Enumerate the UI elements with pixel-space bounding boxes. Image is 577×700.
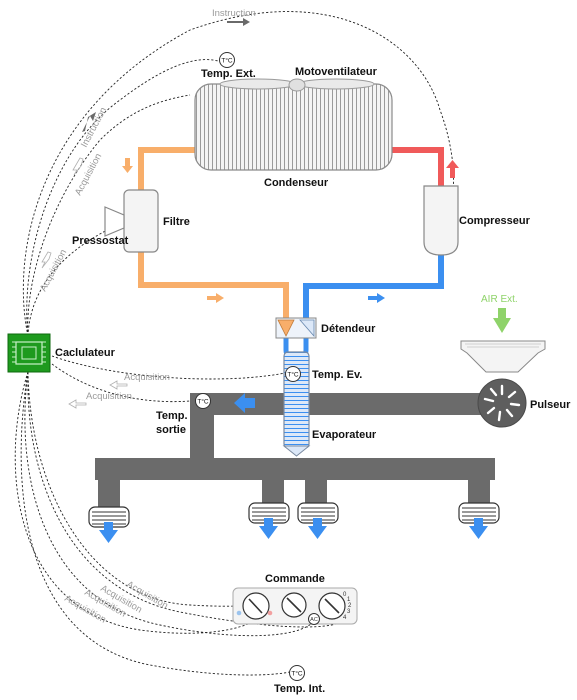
flow-arrow-up-right	[446, 160, 459, 178]
duct-main-horizontal	[95, 458, 495, 480]
temp-ext-label: Temp. Ext.	[201, 68, 256, 80]
dial-temperature-hot-dot	[267, 610, 273, 616]
temp-sortie-sensor: T°C	[195, 393, 211, 409]
dial-scale-1: 1	[347, 597, 351, 603]
vent-arrow-4	[469, 518, 488, 539]
vent-3	[297, 502, 339, 524]
cold-line-compressor-expansion	[303, 255, 444, 318]
duct-branch-1	[98, 458, 120, 510]
pressostat-label: Pressostat	[72, 235, 129, 247]
vent-2	[248, 502, 290, 524]
acquisition-label-2: Acquisition	[38, 248, 69, 294]
air-ext-arrow	[493, 308, 511, 333]
acquisition-label-1: Acquisition	[73, 152, 104, 198]
motoventilateur-label: Motoventilateur	[295, 66, 378, 78]
acquisition-label-4: Acquisition	[86, 391, 132, 402]
filtre-label: Filtre	[163, 216, 190, 228]
ac-button[interactable]: AC	[308, 613, 320, 625]
dial-temperature-cold-dot	[236, 610, 242, 616]
filter	[123, 189, 159, 253]
instruction-arrow-top	[227, 18, 250, 26]
pulseur-label: Pulseur	[530, 399, 571, 411]
instruction-label-top: Instruction	[212, 8, 256, 19]
blower-intake-hood	[460, 340, 546, 373]
expansion-valve	[275, 317, 317, 339]
condenser	[194, 83, 393, 171]
dial-temperature[interactable]	[236, 592, 273, 620]
instruction-label-left: Instruction	[79, 106, 109, 150]
dial-fan-speed[interactable]: 0 1 2 3 4	[318, 592, 352, 621]
fan-blade-right	[297, 78, 375, 90]
dial-scale-4: 4	[343, 615, 347, 621]
detendeur-label: Détendeur	[321, 323, 376, 335]
commande-label: Commande	[265, 573, 325, 585]
temp-int-label: Temp. Int.	[274, 683, 325, 695]
dial-scale-3: 3	[347, 609, 351, 615]
warm-line-filter-expansion	[138, 250, 289, 318]
temp-ev-sensor-symbol: T°C	[287, 371, 299, 379]
duct-branch-4	[468, 458, 490, 506]
warm-line-condenser-filter	[138, 147, 195, 192]
vents	[88, 502, 500, 528]
vent-arrow-1	[99, 522, 118, 543]
flow-arrow-right-warm	[207, 293, 224, 303]
blower-wheel	[477, 378, 527, 428]
pressostat	[104, 206, 125, 237]
acquisition-arrow-4	[68, 399, 87, 409]
duct-branch-2	[262, 458, 284, 506]
temp-sortie-label-2: sortie	[156, 424, 186, 436]
air-duct	[95, 393, 495, 510]
air-ext-label: AIR Ext.	[481, 294, 518, 305]
temp-ext-sensor-symbol: T°C	[221, 57, 233, 65]
vent-arrow-3	[308, 518, 327, 539]
temp-ev-label: Temp. Ev.	[312, 369, 362, 381]
flow-arrow-down-left	[122, 158, 133, 173]
duct-branch-3	[305, 458, 327, 506]
blower-intake-ribs	[465, 343, 541, 348]
temp-int-sensor-symbol: T°C	[291, 670, 303, 678]
temp-ev-sensor: T°C	[285, 366, 301, 382]
instruction-arrow-left	[82, 112, 96, 132]
duct-top-horizontal	[190, 393, 490, 415]
ac-button-label: AC	[310, 617, 318, 623]
motor-fan	[219, 78, 375, 92]
condenseur-label: Condenseur	[264, 177, 329, 189]
temp-int-sensor: T°C	[289, 665, 305, 681]
acquisition-arrow-2	[41, 251, 52, 269]
signal-wires	[14, 11, 455, 676]
duct-air-arrow	[234, 393, 255, 413]
flow-arrow-right-cold	[368, 293, 385, 303]
acquisition-arrow-1	[72, 157, 84, 176]
caclulateur-label: Caclulateur	[55, 347, 116, 359]
temp-ext-sensor: T°C	[219, 52, 235, 68]
dial-scale-0: 0	[343, 592, 347, 598]
hot-line-compressor-condenser	[392, 147, 444, 186]
dial-distribution[interactable]	[281, 592, 307, 618]
dial-scale-2: 2	[348, 603, 352, 609]
compresseur-label: Compresseur	[459, 215, 531, 227]
blower-blades	[483, 384, 521, 422]
acquisition-label-3: Acquisition	[124, 372, 170, 383]
vent-air-arrows	[99, 518, 488, 543]
acquisition-arrow-3	[109, 380, 128, 390]
flow-arrows	[122, 158, 459, 303]
vent-arrow-2	[259, 518, 278, 539]
compressor	[423, 185, 459, 256]
controller-chip	[7, 333, 51, 373]
evaporateur-label: Evaporateur	[312, 429, 377, 441]
blower	[460, 340, 546, 428]
temp-sortie-sensor-symbol: T°C	[197, 398, 209, 406]
fan-blade-left	[219, 78, 297, 90]
temp-sortie-label-1: Temp.	[156, 410, 188, 422]
fan-hub	[288, 78, 306, 92]
